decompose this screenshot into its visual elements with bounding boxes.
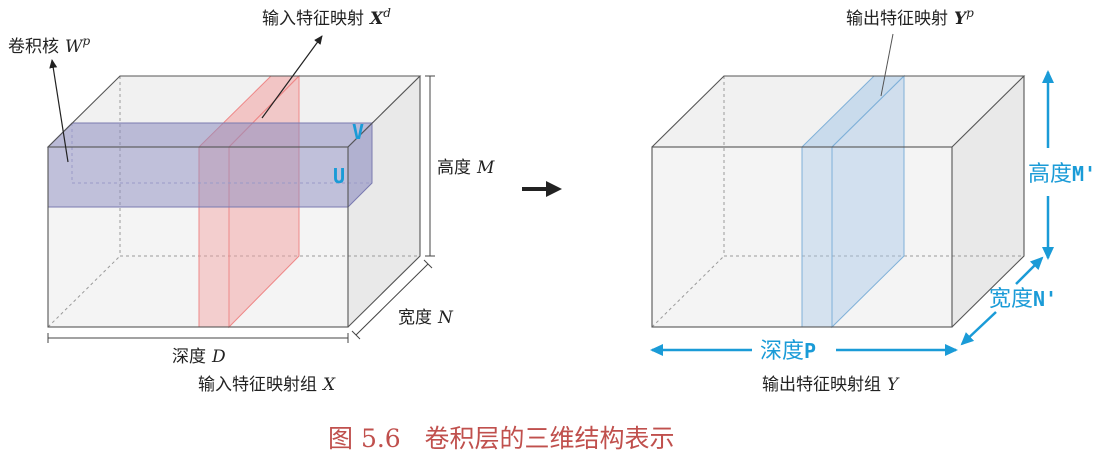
output-depth-label: 深度P: [760, 339, 816, 364]
transform-arrow: [522, 181, 562, 197]
kernel-pointer-arrow: [49, 59, 69, 163]
u-label: U: [333, 164, 345, 188]
input-map-pointer-arrow: [261, 35, 323, 119]
output-width-arrow: [960, 256, 1044, 346]
output-feature-map-slice: [800, 74, 906, 329]
height-dimension-line: [425, 75, 435, 257]
input-cube-edges: [47, 75, 422, 328]
width-dimension-line: [351, 259, 433, 340]
figure-caption: 图 5.6 卷积层的三维结构表示: [328, 424, 675, 453]
output-map-pointer-line: [880, 33, 894, 97]
output-cube-edges: [651, 75, 1026, 328]
depth-dimension-line: [47, 333, 349, 343]
v-label: V: [352, 120, 364, 144]
output-height-label: 高度M': [1028, 162, 1096, 187]
kernel-slab: [46, 121, 374, 209]
output-width-label: 宽度N': [989, 287, 1057, 312]
